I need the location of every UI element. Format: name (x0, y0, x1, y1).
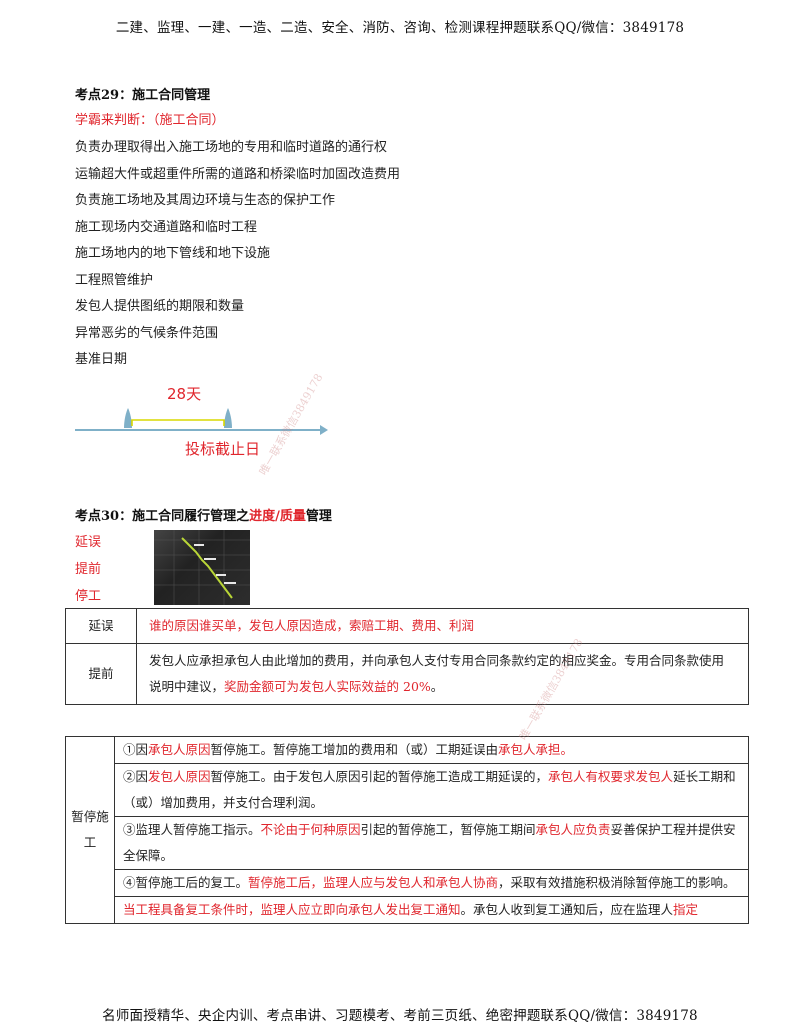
page-header: 二建、监理、一建、一造、二造、安全、消防、咨询、检测课程押题联系QQ/微信：38… (115, 20, 685, 36)
text-segment: 暂停施工后，监理人应与发包人和承包人协商 (248, 875, 499, 890)
table1-key-early: 提前 (65, 643, 137, 705)
table1-value-delay: 谁的原因谁买单，发包人原因造成，索赔工期、费用、利润 (136, 608, 749, 644)
table-row: 延误 谁的原因谁买单，发包人原因造成，索赔工期、费用、利润 (65, 608, 749, 644)
section30-title-prefix: 考点30：施工合同履行管理之 (75, 509, 250, 524)
text-segment: ②因 (123, 769, 149, 784)
table-row: 提前 发包人应承担承包人由此增加的费用，并向承包人支付专用合同条款约定的相应奖金… (65, 643, 749, 705)
text-segment: 发包人原因 (148, 769, 211, 784)
text-segment: ④暂停施工后的复工。 (123, 875, 249, 890)
text-segment: 指定 (673, 902, 699, 917)
table-row: ④暂停施工后的复工。暂停施工后，监理人应与发包人和承包人协商，采取有效措施积极消… (66, 869, 749, 897)
text-segment: ③监理人暂停施工指示。 (123, 822, 261, 837)
table2-row-4: ④暂停施工后的复工。暂停施工后，监理人应与发包人和承包人协商，采取有效措施积极消… (114, 869, 749, 897)
table2-row-5: 当工程具备复工条件时，监理人应立即向承包人发出复工通知。承包人收到复工通知后，应… (114, 896, 749, 924)
page-footer: 名师面授精华、央企内训、考点串讲、习题模考、考前三页纸、绝密押题联系QQ/微信：… (102, 1008, 698, 1024)
text-segment: 承包人有权要求发包人 (548, 769, 674, 784)
section29-line: 发包人提供图纸的期限和数量 (75, 299, 245, 314)
delay-early-table: 延误 谁的原因谁买单，发包人原因造成，索赔工期、费用、利润 提前 发包人应承担承… (65, 608, 749, 705)
side-word-stop: 停工 (75, 589, 102, 604)
section29-line: 异常恶劣的气候条件范围 (75, 325, 219, 341)
timeline-diagram: 28天 投标截止日 (75, 385, 328, 458)
table2-row-2: ②因发包人原因暂停施工。由于发包人原因引起的暂停施工造成工期延误的，承包人有权要… (114, 763, 749, 817)
timeline-arrowhead (320, 425, 328, 435)
text-segment: 引起的暂停施工，暂停施工期间 (360, 822, 536, 837)
text-segment: 谁的原因谁买单，发包人原因造成，索赔工期、费用、利润 (149, 618, 475, 633)
text-segment: 发包人应承担承包人由此增加的费用，并向承包人支付专用合同条款约定的相应奖金。专用… (149, 653, 725, 694)
text-segment: 。承包人收到复工通知后，应在监理人 (460, 902, 674, 917)
text-segment: 承包人原因 (148, 742, 211, 757)
section29-subtitle: 学霸来判断：（施工合同） (75, 113, 225, 128)
timeline-marker-end (224, 408, 232, 428)
timeline-days-label: 28天 (167, 385, 201, 403)
section29-line: 工程照管维护 (75, 272, 154, 288)
section29-line: 施工现场内交通道路和临时工程 (75, 219, 258, 235)
text-segment: 不论由于何种原因 (260, 822, 361, 837)
text-segment: 承包人承担。 (498, 742, 574, 757)
stock-chart-photo (154, 530, 250, 605)
text-segment: 妥善保护工程并提供安全保障。 (123, 822, 736, 863)
table2-row-1: ①因承包人原因暂停施工。暂停施工增加的费用和（或）工期延误由承包人承担。 (114, 736, 749, 764)
table2-key-suspension: 暂停施工 (65, 736, 115, 924)
table-row: 暂停施工 ①因承包人原因暂停施工。暂停施工增加的费用和（或）工期延误由承包人承担… (65, 736, 749, 924)
section29-line: 施工场地内的地下管线和地下设施 (75, 246, 271, 261)
text-segment: 奖励金额可为发包人实际效益的 20% (224, 679, 431, 694)
text-segment: 承包人应负责 (535, 822, 611, 837)
table2-row-3: ③监理人暂停施工指示。不论由于何种原因引起的暂停施工，暂停施工期间承包人应负责妥… (114, 816, 749, 870)
section29-line: 负责施工场地及其周边环境与生态的保护工作 (75, 193, 336, 208)
text-segment: ①因 (123, 742, 149, 757)
timeline-deadline-label: 投标截止日 (185, 440, 260, 458)
table1-key-delay: 延误 (65, 608, 137, 644)
section30-title: 考点30：施工合同履行管理之进度/质量管理 (75, 505, 332, 524)
side-word-early: 提前 (75, 562, 102, 577)
section30-title-suffix: 管理 (305, 509, 332, 524)
text-segment: 暂停施工。由于发包人原因引起的暂停施工造成工期延误的， (210, 769, 549, 784)
text-segment: 延长工期和（或）增加费用，并支付合理利润。 (123, 769, 736, 810)
timeline-marker-start (124, 408, 132, 428)
section29-title: 考点29：施工合同管理 (75, 88, 211, 103)
table-row: ②因发包人原因暂停施工。由于发包人原因引起的暂停施工造成工期延误的，承包人有权要… (66, 763, 749, 817)
text-segment: ，采取有效措施积极消除暂停施工的影响。 (498, 875, 736, 890)
section29-line: 基准日期 (75, 352, 128, 367)
text-segment: 暂停施工。暂停施工增加的费用和（或）工期延误由 (210, 742, 499, 757)
section29-line: 负责办理取得出入施工场地的专用和临时道路的通行权 (75, 140, 388, 155)
suspension-table: 暂停施工 ①因承包人原因暂停施工。暂停施工增加的费用和（或）工期延误由承包人承担… (65, 736, 749, 924)
text-segment: 当工程具备复工条件时，监理人应立即向承包人发出复工通知 (123, 902, 461, 917)
section29-line: 运输超大件或超重件所需的道路和桥梁临时加固改造费用 (75, 166, 401, 182)
timeline-bracket (131, 419, 225, 426)
text-segment: 。 (430, 679, 444, 694)
table-row: ③监理人暂停施工指示。不论由于何种原因引起的暂停施工，暂停施工期间承包人应负责妥… (66, 816, 749, 870)
side-word-delay: 延误 (75, 535, 102, 550)
table-row: 当工程具备复工条件时，监理人应立即向承包人发出复工通知。承包人收到复工通知后，应… (66, 896, 749, 924)
table1-value-early: 发包人应承担承包人由此增加的费用，并向承包人支付专用合同条款约定的相应奖金。专用… (136, 643, 749, 705)
section30-title-highlight: 进度/质量 (249, 509, 306, 524)
